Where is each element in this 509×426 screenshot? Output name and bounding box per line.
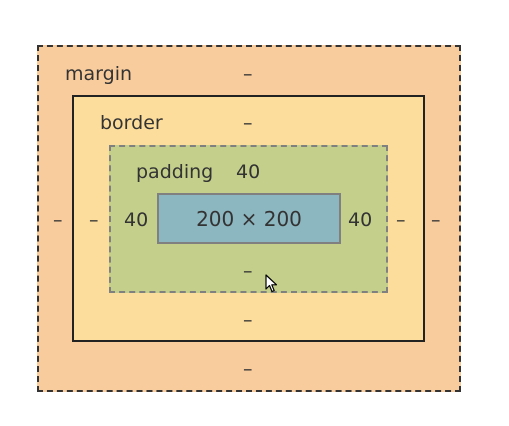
content-size-value: 200 × 200 xyxy=(196,206,302,231)
margin-bottom-value[interactable]: – xyxy=(243,358,253,380)
margin-right-value[interactable]: – xyxy=(431,209,441,231)
border-right-value[interactable]: – xyxy=(396,209,406,231)
border-bottom-value[interactable]: – xyxy=(243,309,253,331)
border-label: border xyxy=(100,112,163,134)
content-box[interactable]: 200 × 200 xyxy=(157,193,341,244)
margin-left-value[interactable]: – xyxy=(53,209,63,231)
mouse-pointer-icon xyxy=(265,274,278,293)
padding-top-value[interactable]: 40 xyxy=(236,161,261,183)
border-top-value[interactable]: – xyxy=(243,112,253,134)
padding-bottom-value[interactable]: – xyxy=(243,260,253,282)
padding-right-value[interactable]: 40 xyxy=(348,209,373,231)
padding-label: padding xyxy=(136,161,214,183)
margin-label: margin xyxy=(65,63,133,85)
border-left-value[interactable]: – xyxy=(89,209,99,231)
margin-top-value[interactable]: – xyxy=(243,63,253,85)
padding-left-value[interactable]: 40 xyxy=(124,209,149,231)
